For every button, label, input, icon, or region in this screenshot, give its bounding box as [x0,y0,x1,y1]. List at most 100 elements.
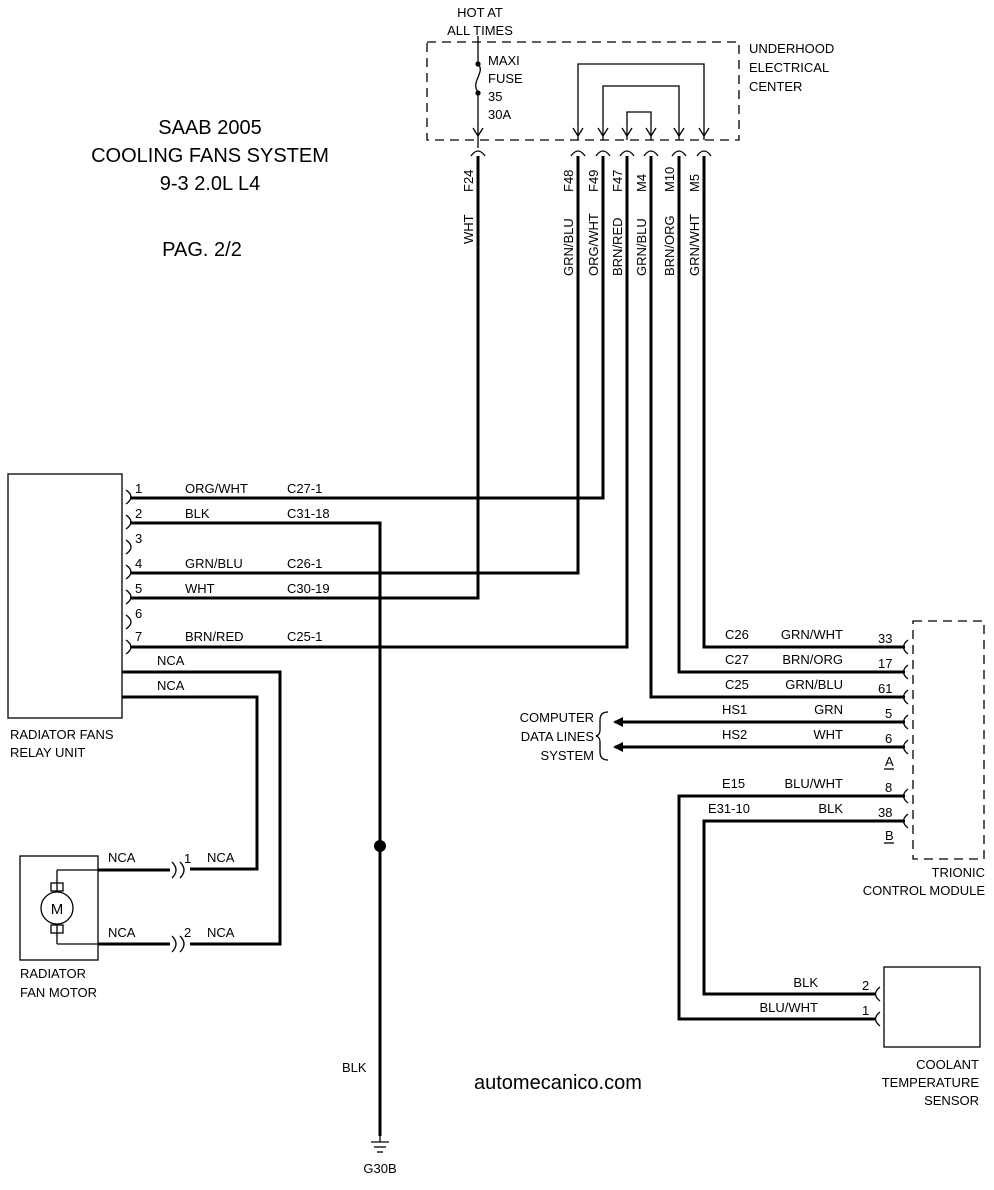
coolant-label-3: SENSOR [924,1093,979,1108]
trionic-color-61: GRN/BLU [785,677,843,692]
underhood-center-box [426,41,740,141]
computer-data-lines-system: COMPUTER DATA LINES SYSTEM [520,710,609,763]
underhood-electrical-center: HOT AT ALL TIMES UNDERHOOD ELECTRICAL CE… [426,5,834,157]
relay-wire-color-1: ORG/WHT [185,481,248,496]
terminal-m4: M4 [634,174,649,192]
ground-wire-label: BLK [342,1060,367,1075]
fuse-label-3: 35 [488,89,502,104]
motor-connector-icon [171,861,185,953]
ground-icon [371,1136,389,1153]
sensor-pin-2: 2 [862,978,869,993]
trionic-connector-cups [902,639,909,829]
trionic-label-1: TRIONIC [932,865,985,880]
relay-pin-2: 2 [135,506,142,521]
fan-motor-label-2: FAN MOTOR [20,985,97,1000]
page-number: PAG. 2/2 [162,239,242,261]
motor-pin-2: 2 [184,925,191,940]
trionic-conn-hs2: HS2 [722,727,747,742]
trionic-pin-38: 38 [878,805,892,820]
trionic-conn-c25: C25 [725,677,749,692]
diagram-title: SAAB 2005 COOLING FANS SYSTEM 9-3 2.0L L… [91,117,329,261]
coolant-label-2: TEMPERATURE [882,1075,980,1090]
fuse-label-1: MAXI [488,53,520,68]
wire-nca-motor-pin1 [122,695,259,871]
relay-pin-1: 1 [135,481,142,496]
trionic-conn-e31-10: E31-10 [708,801,750,816]
maxi-fuse-icon [475,36,481,148]
relay-pin-7: 7 [135,629,142,644]
internal-jumpers [577,63,705,140]
relay-wire-color-7: BRN/RED [185,629,244,644]
wire-blk-sensor [702,819,905,996]
hot-at-label: HOT AT [457,5,503,20]
trionic-pin-a: A [885,754,894,769]
trionic-control-module: TRIONIC CONTROL MODULE C26 C27 C25 HS1 H… [708,620,986,898]
relay-conn-4: C26-1 [287,556,322,571]
ground-name: G30B [363,1161,396,1176]
relay-pin-5: 5 [135,581,142,596]
center-label-2: ELECTRICAL [749,60,829,75]
trionic-color-17: BRN/ORG [782,652,843,667]
connector-cups [470,150,712,157]
coolant-label-1: COOLANT [916,1057,979,1072]
relay-pin-6: 6 [135,606,142,621]
sensor-wire-blk: BLK [793,975,818,990]
trionic-color-5: GRN [814,702,843,717]
title-line-3: 9-3 2.0L L4 [160,173,260,195]
motor-nca-a: NCA [108,850,136,865]
relay-wire-color-5: WHT [185,581,215,596]
fan-motor-box [19,855,99,961]
motor-nca-d: NCA [207,925,235,940]
trionic-pin-33: 33 [878,631,892,646]
wire-label-wht: WHT [461,214,476,244]
terminal-arrows [472,127,710,138]
trionic-box [912,620,985,860]
coolant-sensor-box [883,966,981,1048]
relay-pin-4: 4 [135,556,142,571]
motor-pin-1: 1 [184,851,191,866]
wire-label-brn-red: BRN/RED [610,217,625,276]
title-line-2: COOLING FANS SYSTEM [91,145,329,167]
wire-grn-blu-pin4 [130,156,580,575]
wire-brn-red-pin7 [130,156,629,649]
wire-label-grn-wht: GRN/WHT [687,214,702,276]
sensor-pin-1: 1 [862,1003,869,1018]
vertical-wire-labels: WHT GRN/BLU ORG/WHT BRN/RED GRN/BLU BRN/… [461,213,702,276]
relay-wire-color-2: BLK [185,506,210,521]
motor-symbol: M [51,901,64,918]
ground-g30b: BLK G30B [342,1060,397,1176]
wire-brn-org-pin17 [677,156,905,674]
relay-conn-2: C31-18 [287,506,330,521]
relay-nca-1: NCA [157,653,185,668]
sensor-connector-cups [874,986,881,1027]
terminal-labels: F24 F48 F49 F47 M4 M10 M5 [461,167,702,192]
relay-conn-5: C30-19 [287,581,330,596]
trionic-conn-c26: C26 [725,627,749,642]
trionic-conn-c27: C27 [725,652,749,667]
relay-unit-label-1: RADIATOR FANS [10,727,114,742]
trionic-color-33: GRN/WHT [781,627,843,642]
wire-blk-ground [130,521,382,1136]
relay-conn-1: C27-1 [287,481,322,496]
trionic-label-2: CONTROL MODULE [863,883,986,898]
title-line-1: SAAB 2005 [158,117,261,139]
wire-label-org-wht: ORG/WHT [586,213,601,276]
wire-grn-blu-pin61 [649,156,905,699]
relay-unit-box [7,473,123,719]
coolant-temperature-sensor: 2 1 BLK BLU/WHT COOLANT TEMPERATURE SENS… [760,966,981,1108]
relay-pin-3: 3 [135,531,142,546]
terminal-m10: M10 [662,167,677,192]
trionic-pin-6: 6 [885,731,892,746]
trionic-color-38: BLK [818,801,843,816]
fuse-label-4: 30A [488,107,511,122]
splice-dot [374,840,386,852]
motor-nca-c: NCA [108,925,136,940]
wire-label-grn-blu-2: GRN/BLU [634,218,649,276]
trionic-pin-17: 17 [878,656,892,671]
terminal-f24: F24 [461,170,476,192]
wire-blu-wht-sensor [677,794,905,1021]
trionic-color-8: BLU/WHT [785,776,844,791]
trionic-pin-8: 8 [885,780,892,795]
wire-runs [122,156,905,1136]
